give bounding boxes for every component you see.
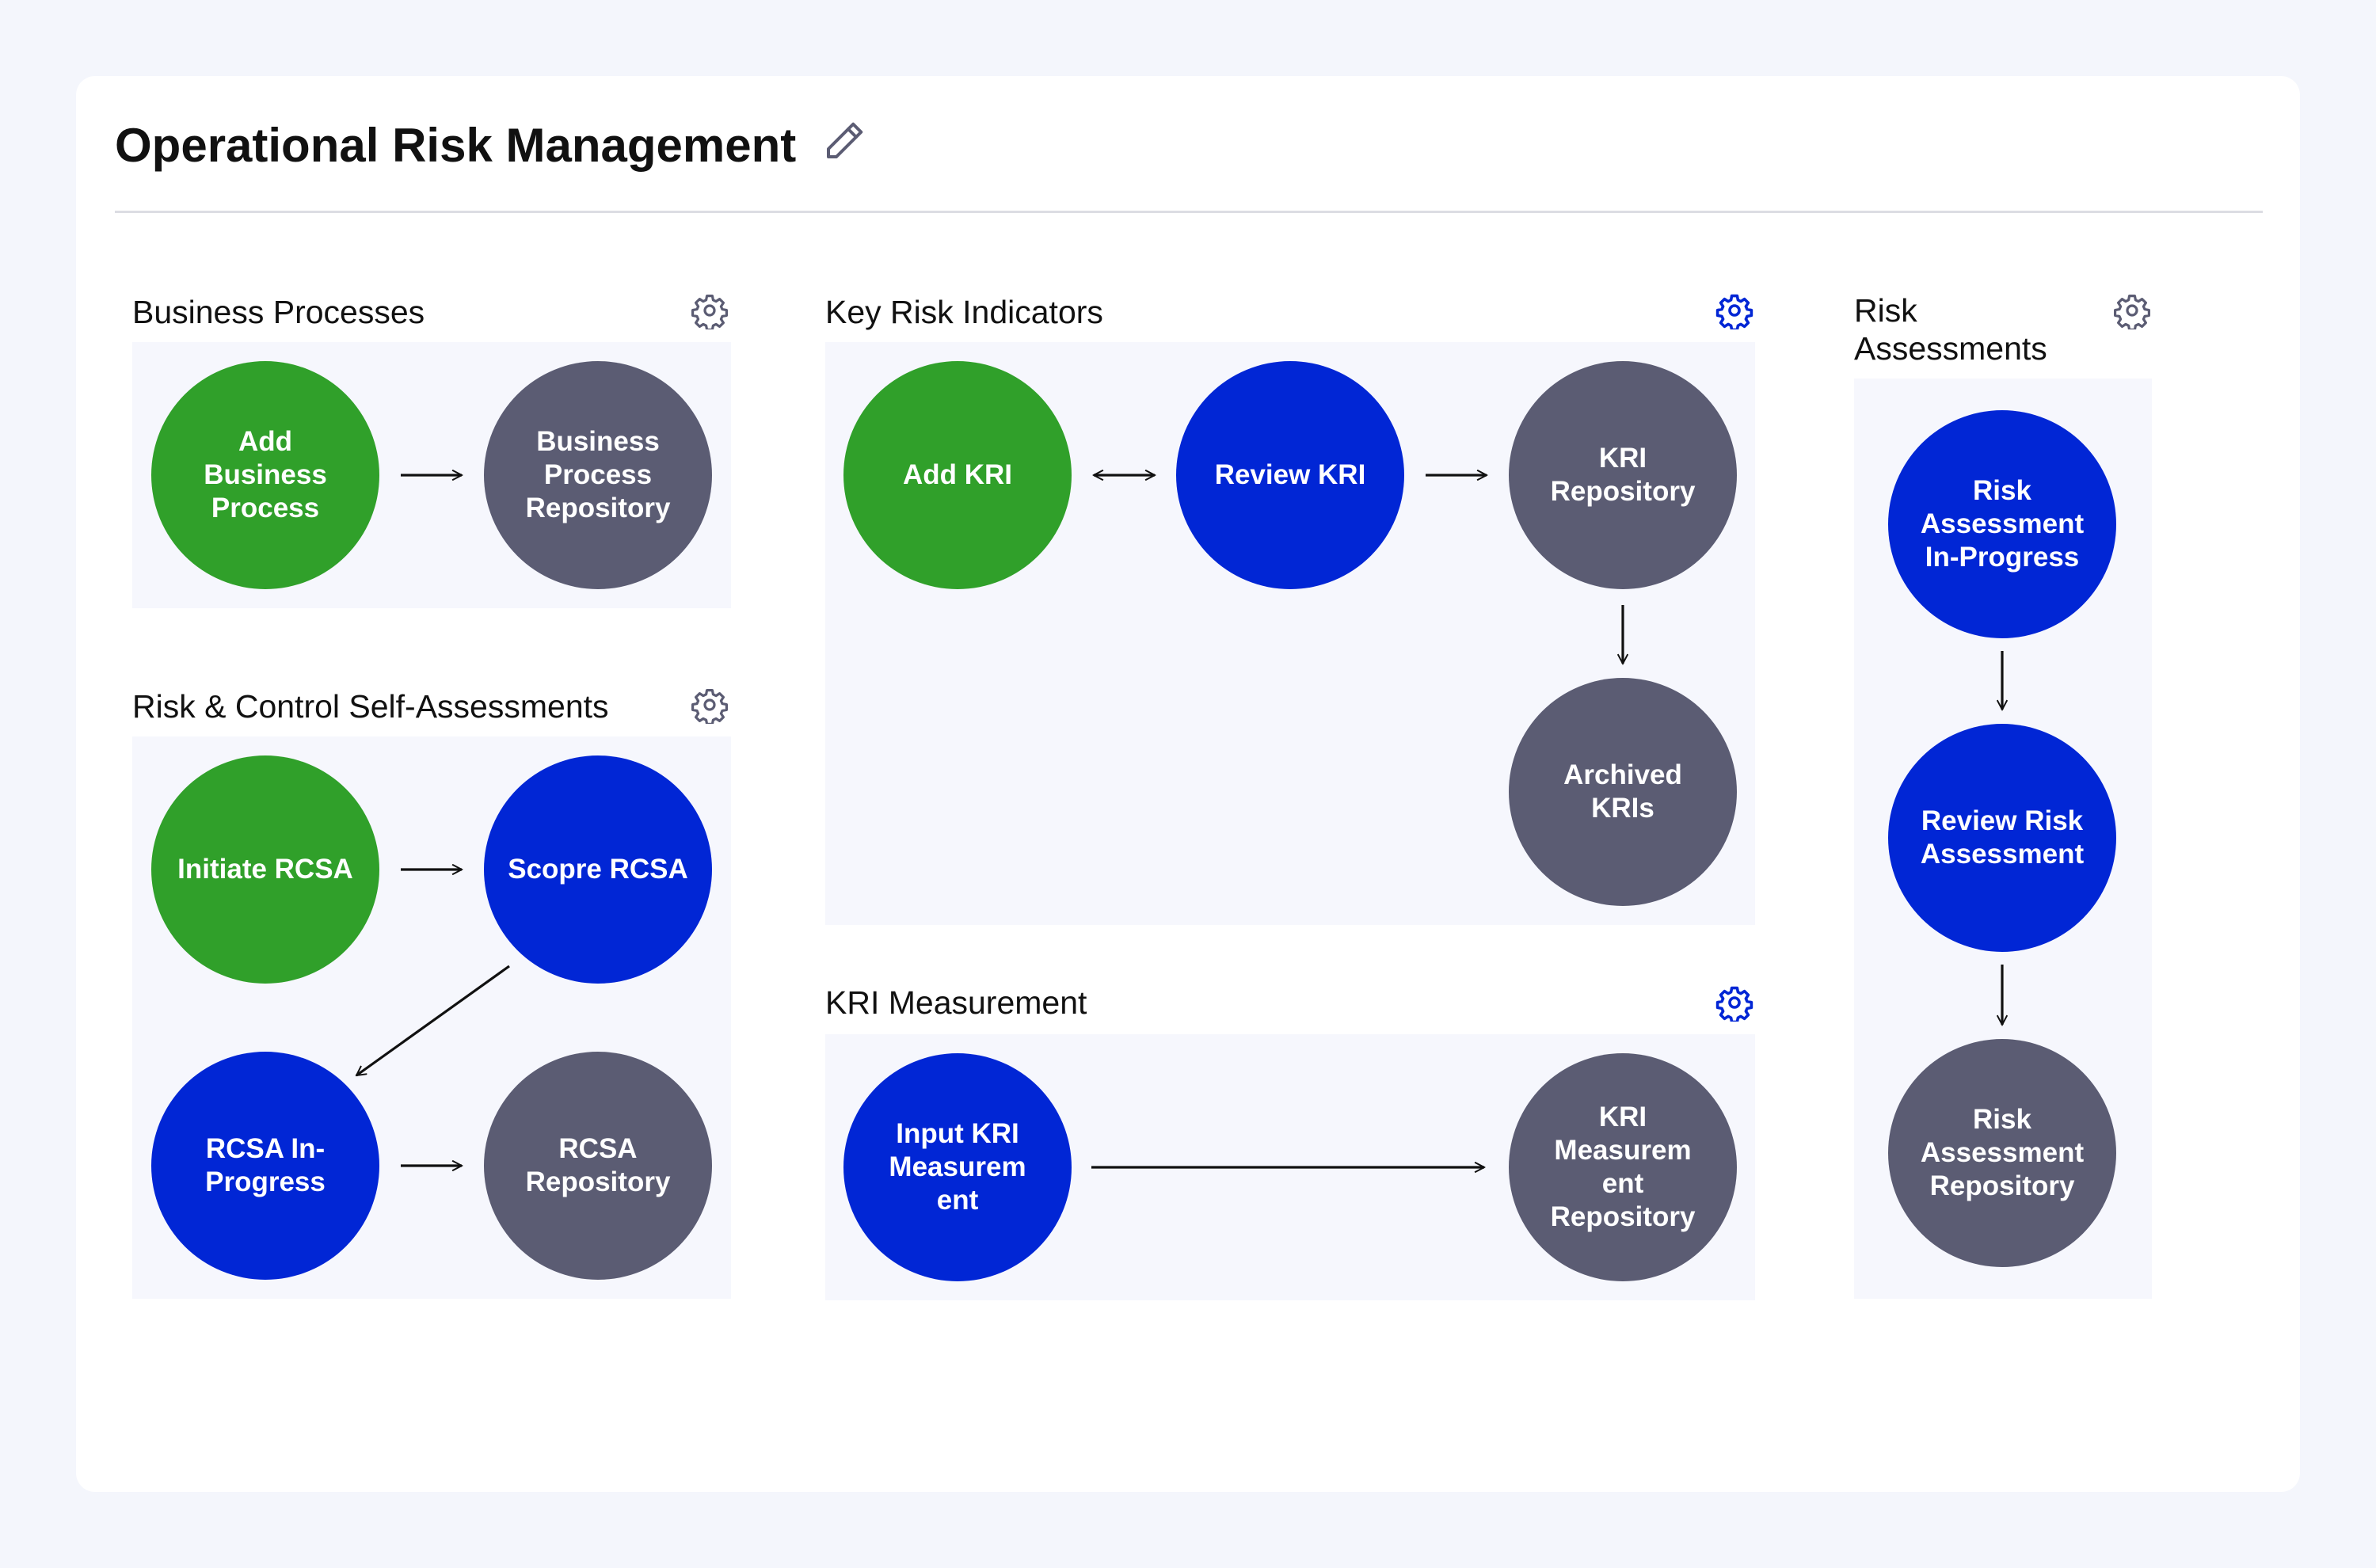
node-label: Business Process Repository	[525, 426, 671, 523]
node-label: RCSA In-Progress	[205, 1133, 326, 1197]
node-risk-assessment-repository[interactable]: Risk Assessment Repository	[1888, 1039, 2116, 1267]
pencil-icon[interactable]	[821, 117, 868, 165]
gear-icon[interactable]	[1715, 984, 1753, 1022]
node-input-kri-measurement[interactable]: Input KRI Measurem ent	[843, 1053, 1072, 1281]
node-label: Initiate RCSA	[177, 854, 353, 885]
node-scope-rcsa[interactable]: Scopre RCSA	[484, 755, 712, 984]
node-review-risk-assessment[interactable]: Review Risk Assessment	[1888, 724, 2116, 952]
node-add-kri[interactable]: Add KRI	[843, 361, 1072, 589]
section-title-kri: Key Risk Indicators	[825, 294, 1103, 330]
section-title-rcsa: Risk & Control Self-Assessments	[132, 688, 609, 725]
node-label: Review KRI	[1214, 459, 1366, 490]
node-label: KRI Repository	[1550, 443, 1696, 507]
node-label: Input KRI Measurem ent	[889, 1118, 1026, 1216]
node-label: Risk Assessment Repository	[1920, 1104, 2085, 1201]
node-review-kri[interactable]: Review KRI	[1176, 361, 1404, 589]
node-kri-measurement-repository[interactable]: KRI Measurem ent Repository	[1509, 1053, 1737, 1281]
gear-icon[interactable]	[2113, 291, 2151, 329]
section-title-kri-measurement: KRI Measurement	[825, 984, 1087, 1021]
node-archived-kris[interactable]: Archived KRIs	[1509, 678, 1737, 906]
node-label: Scopre RCSA	[508, 854, 688, 885]
title-divider	[115, 211, 2263, 213]
gear-icon[interactable]	[691, 686, 729, 724]
node-business-process-repository[interactable]: Business Process Repository	[484, 361, 712, 589]
node-label: Add Business Process	[204, 426, 327, 523]
node-rcsa-in-progress[interactable]: RCSA In-Progress	[151, 1052, 379, 1280]
gear-icon[interactable]	[1715, 291, 1753, 329]
node-label: Risk Assessment In-Progress	[1920, 475, 2085, 573]
node-label: Add KRI	[902, 459, 1013, 490]
node-risk-assessment-in-progress[interactable]: Risk Assessment In-Progress	[1888, 410, 2116, 638]
node-add-business-process[interactable]: Add Business Process	[151, 361, 379, 589]
page-title: Operational Risk Management	[115, 119, 797, 172]
node-kri-repository[interactable]: KRI Repository	[1509, 361, 1737, 589]
node-label: RCSA Repository	[525, 1133, 671, 1197]
section-title-business-processes: Business Processes	[132, 294, 425, 330]
node-rcsa-repository[interactable]: RCSA Repository	[484, 1052, 712, 1280]
gear-icon[interactable]	[691, 291, 729, 329]
node-initiate-rcsa[interactable]: Initiate RCSA	[151, 755, 379, 984]
node-label: Review Risk Assessment	[1920, 805, 2085, 870]
node-label: KRI Measurem ent Repository	[1550, 1102, 1696, 1232]
node-label: Archived KRIs	[1563, 759, 1682, 824]
section-title-risk-assessments: Risk Assessments	[1854, 292, 2047, 367]
